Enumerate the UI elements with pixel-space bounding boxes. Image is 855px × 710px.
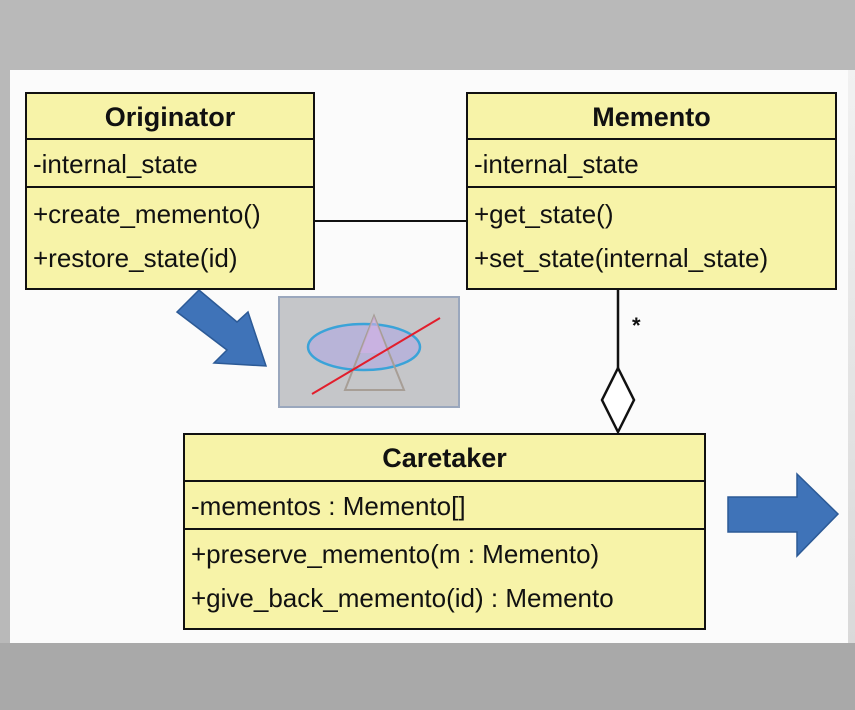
- shapes-thumbnail: [278, 296, 460, 408]
- attribute: -internal_state: [33, 149, 198, 179]
- originator-class-box: Originator -internal_state +create_memen…: [25, 92, 315, 290]
- slide-edge: [848, 70, 855, 643]
- class-name: Originator: [27, 94, 313, 140]
- operation: +preserve_memento(m : Memento): [191, 539, 600, 569]
- operations-section: +get_state() +set_state(internal_state): [468, 188, 835, 280]
- class-name: Memento: [468, 94, 835, 140]
- memento-class-box: Memento -internal_state +get_state() +se…: [466, 92, 837, 290]
- attributes-section: -internal_state: [27, 140, 313, 188]
- operation: +get_state(): [474, 199, 614, 229]
- attributes-section: -internal_state: [468, 140, 835, 188]
- attribute: -mementos : Memento[]: [191, 491, 466, 521]
- right-arrow-icon: [175, 288, 268, 367]
- operation: +set_state(internal_state): [474, 243, 769, 273]
- class-name: Caretaker: [185, 435, 704, 482]
- aggregation-diamond: [600, 365, 636, 435]
- operations-section: +preserve_memento(m : Memento) +give_bac…: [185, 530, 704, 620]
- operation: +restore_state(id): [33, 243, 238, 273]
- operations-section: +create_memento() +restore_state(id): [27, 188, 313, 280]
- video-bottom-bar: [0, 643, 855, 710]
- attribute: -internal_state: [474, 149, 639, 179]
- operation: +give_back_memento(id) : Memento: [191, 583, 614, 613]
- attributes-section: -mementos : Memento[]: [185, 482, 704, 530]
- right-arrow-icon: [727, 472, 840, 558]
- caretaker-class-box: Caretaker -mementos : Memento[] +preserv…: [183, 433, 706, 630]
- operation: +create_memento(): [33, 199, 261, 229]
- multiplicity-label: *: [632, 313, 641, 338]
